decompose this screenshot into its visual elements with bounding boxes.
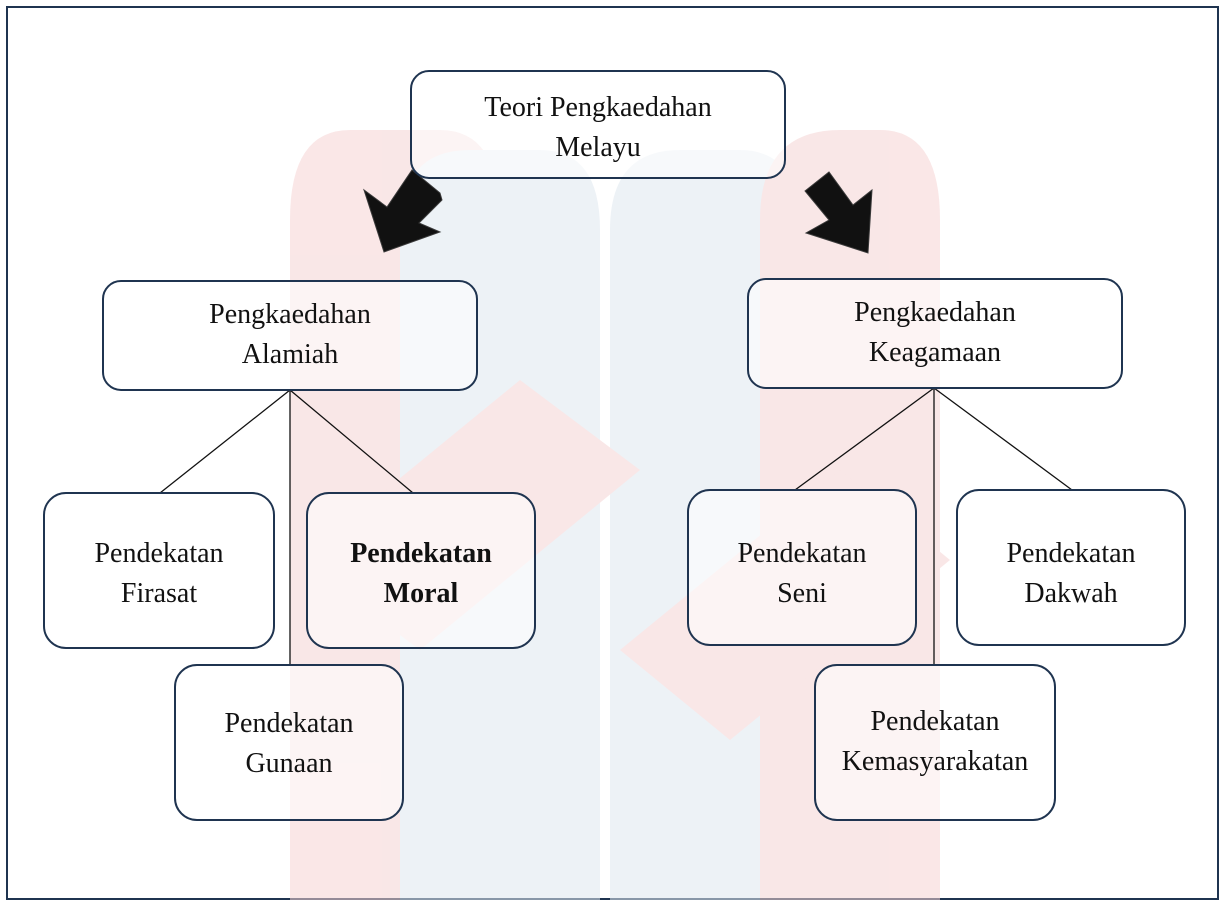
node-seni-line1: Pendekatan [737,538,866,569]
connector-alamiah-moral [289,389,414,494]
node-pendekatan-kemasyarakatan: Pendekatan Kemasyarakatan [814,664,1056,821]
node-pendekatan-gunaan: Pendekatan Gunaan [174,664,404,821]
node-pengkaedahan-keagamaan: Pengkaedahan Keagamaan [747,278,1123,389]
node-pendekatan-seni: Pendekatan Seni [687,489,917,646]
connector-keagamaan-dakwah [933,387,1073,491]
node-seni-line2: Seni [777,578,827,609]
node-teori-pengkaedahan-melayu: Teori Pengkaedahan Melayu [410,70,786,179]
node-alamiah-line2: Alamiah [242,339,338,370]
node-pengkaedahan-alamiah: Pengkaedahan Alamiah [102,280,478,391]
node-pendekatan-moral: Pendekatan Moral [306,492,536,649]
node-moral-line1: Pendekatan [350,538,492,569]
node-keagamaan-line2: Keagamaan [869,337,1001,368]
node-gunaan-line2: Gunaan [245,748,332,779]
arrow-to-alamiah [363,169,443,253]
node-kemasyarakatan-line1: Pendekatan [870,706,999,737]
node-alamiah-line1: Pengkaedahan [209,299,371,330]
connector-keagamaan-seni [794,387,935,491]
node-pendekatan-firasat: Pendekatan Firasat [43,492,275,649]
arrow-to-keagamaan [804,171,873,254]
node-dakwah-line1: Pendekatan [1006,538,1135,569]
node-kemasyarakatan-line2: Kemasyarakatan [842,746,1029,777]
node-firasat-line1: Pendekatan [94,538,223,569]
node-gunaan-line1: Pendekatan [224,708,353,739]
connector-alamiah-firasat [159,389,291,494]
node-root-line2: Melayu [555,132,641,163]
connector-lines [159,387,1073,665]
node-pendekatan-dakwah: Pendekatan Dakwah [956,489,1186,646]
node-moral-line2: Moral [384,578,459,609]
node-keagamaan-line1: Pengkaedahan [854,297,1016,328]
node-root-line1: Teori Pengkaedahan [484,92,711,123]
node-firasat-line2: Firasat [121,578,197,609]
node-dakwah-line2: Dakwah [1024,578,1117,609]
